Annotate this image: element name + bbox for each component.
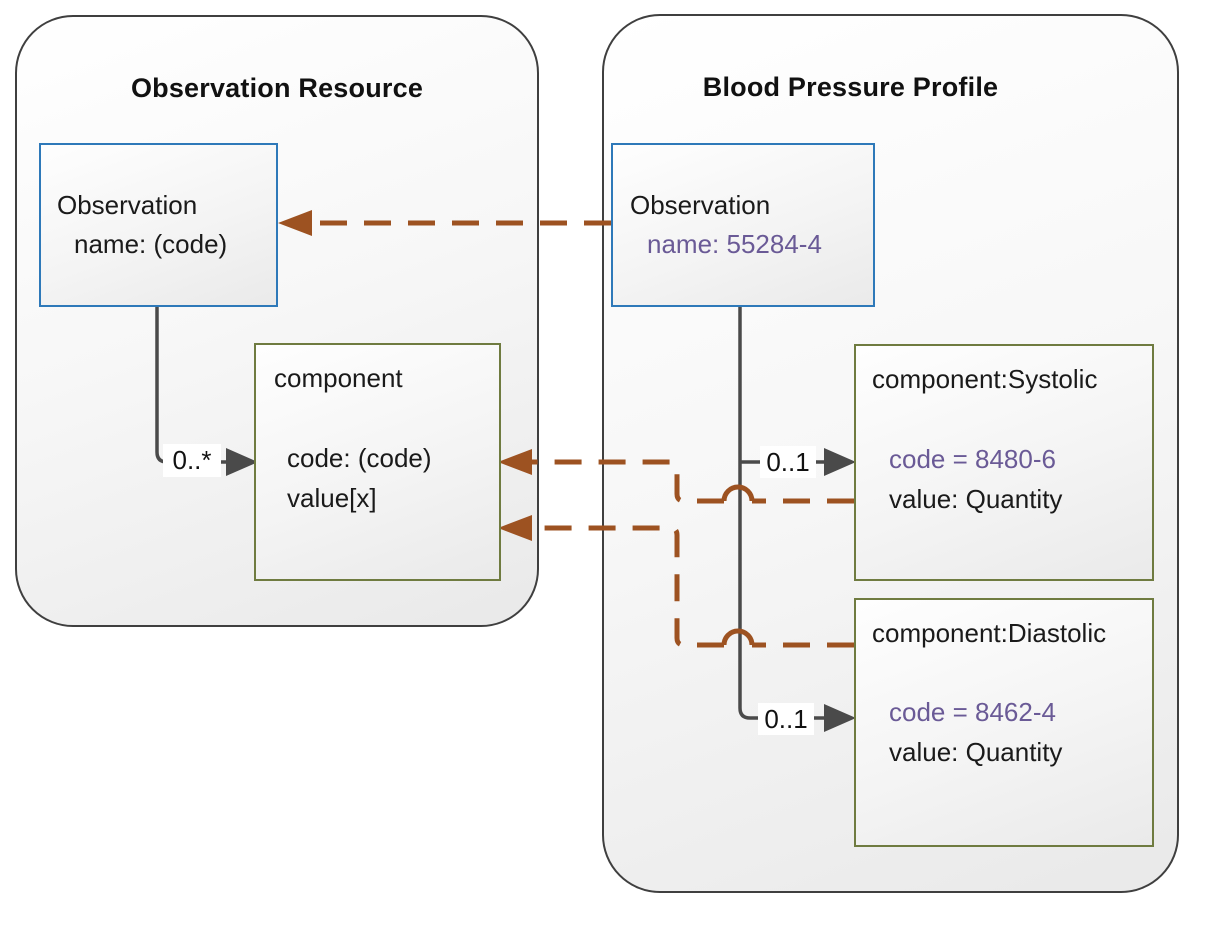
mapping-line [531, 459, 724, 504]
component-box: component code: (code) value[x] [254, 343, 501, 581]
mapping-arrow-systolic-to-component [498, 449, 854, 504]
arrowhead-icon [498, 449, 532, 475]
arrowhead-icon [824, 448, 856, 476]
attribute-code: code: (code) [287, 443, 432, 473]
attribute-code-fixed: code = 8462-4 [889, 697, 1056, 727]
attribute-value: value: Quantity [889, 737, 1063, 767]
connector-left-observation-to-component [155, 303, 226, 464]
attribute-value: value[x] [287, 483, 377, 513]
connector-right-observation-trunk [738, 303, 824, 720]
connector-line [155, 303, 226, 464]
arrowhead-icon [824, 704, 856, 732]
class-name: component:Diastolic [872, 618, 1107, 648]
attribute-value: value: Quantity [889, 484, 1063, 514]
class-name: component [274, 363, 403, 393]
panel-title-blood-pressure-profile: Blood Pressure Profile [702, 72, 999, 102]
panel-title-observation-resource: Observation Resource [130, 73, 424, 103]
mapping-line [531, 525, 724, 648]
arrowhead-icon [226, 448, 258, 476]
cardinality-label: 0..1 [760, 446, 816, 478]
arrowhead-icon [278, 210, 312, 236]
class-name: Observation [57, 190, 198, 220]
class-name: component:Systolic [872, 364, 1098, 394]
cardinality-label: 0..1 [758, 703, 814, 735]
attribute-name-fixed: name: 55284-4 [647, 229, 822, 259]
systolic-component-box: component:Systolic code = 8480-6 value: … [854, 344, 1154, 581]
class-name: Observation [630, 190, 771, 220]
attribute-code-fixed: code = 8480-6 [889, 444, 1056, 474]
cardinality-label: 0..* [163, 444, 221, 477]
connector-line [738, 303, 824, 720]
attribute-name-code: name: (code) [74, 229, 228, 259]
diastolic-component-box: component:Diastolic code = 8462-4 value:… [854, 598, 1154, 847]
mapping-arrow-diastolic-to-component [498, 515, 854, 648]
line-hop-icon [721, 628, 755, 646]
line-hop-icon [721, 484, 755, 502]
observation-resource-box: Observation name: (code) [39, 143, 278, 307]
profile-observation-box: Observation name: 55284-4 [611, 143, 875, 307]
arrowhead-icon [498, 515, 532, 541]
